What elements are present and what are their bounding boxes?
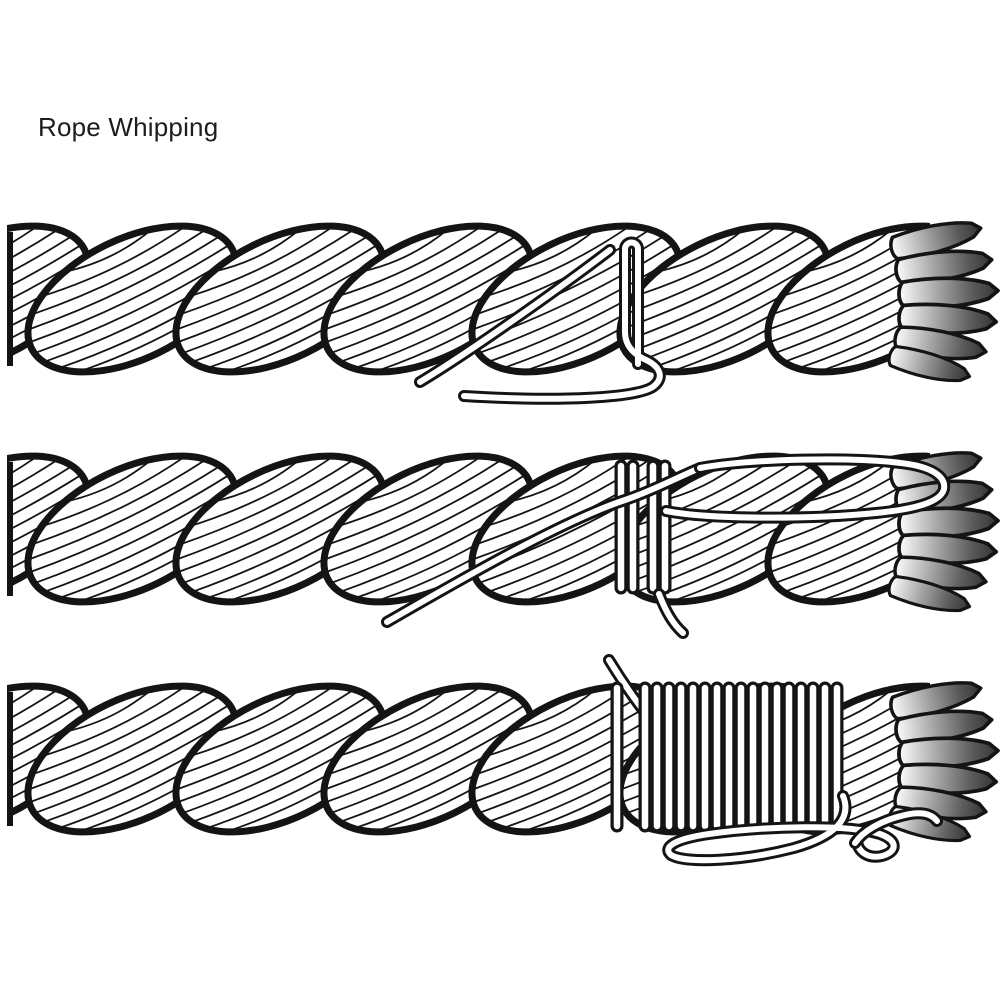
twisted-rope [0, 196, 999, 402]
whipping-twine-step-1 [414, 236, 666, 405]
whipping-twine-step-2 [381, 453, 951, 639]
rope-step-1 [0, 196, 999, 402]
rope-step-3 [0, 654, 999, 867]
page-title: Rope Whipping [38, 112, 219, 142]
rope-step-2 [0, 426, 999, 639]
whipping-twine-step-3 [603, 654, 943, 867]
